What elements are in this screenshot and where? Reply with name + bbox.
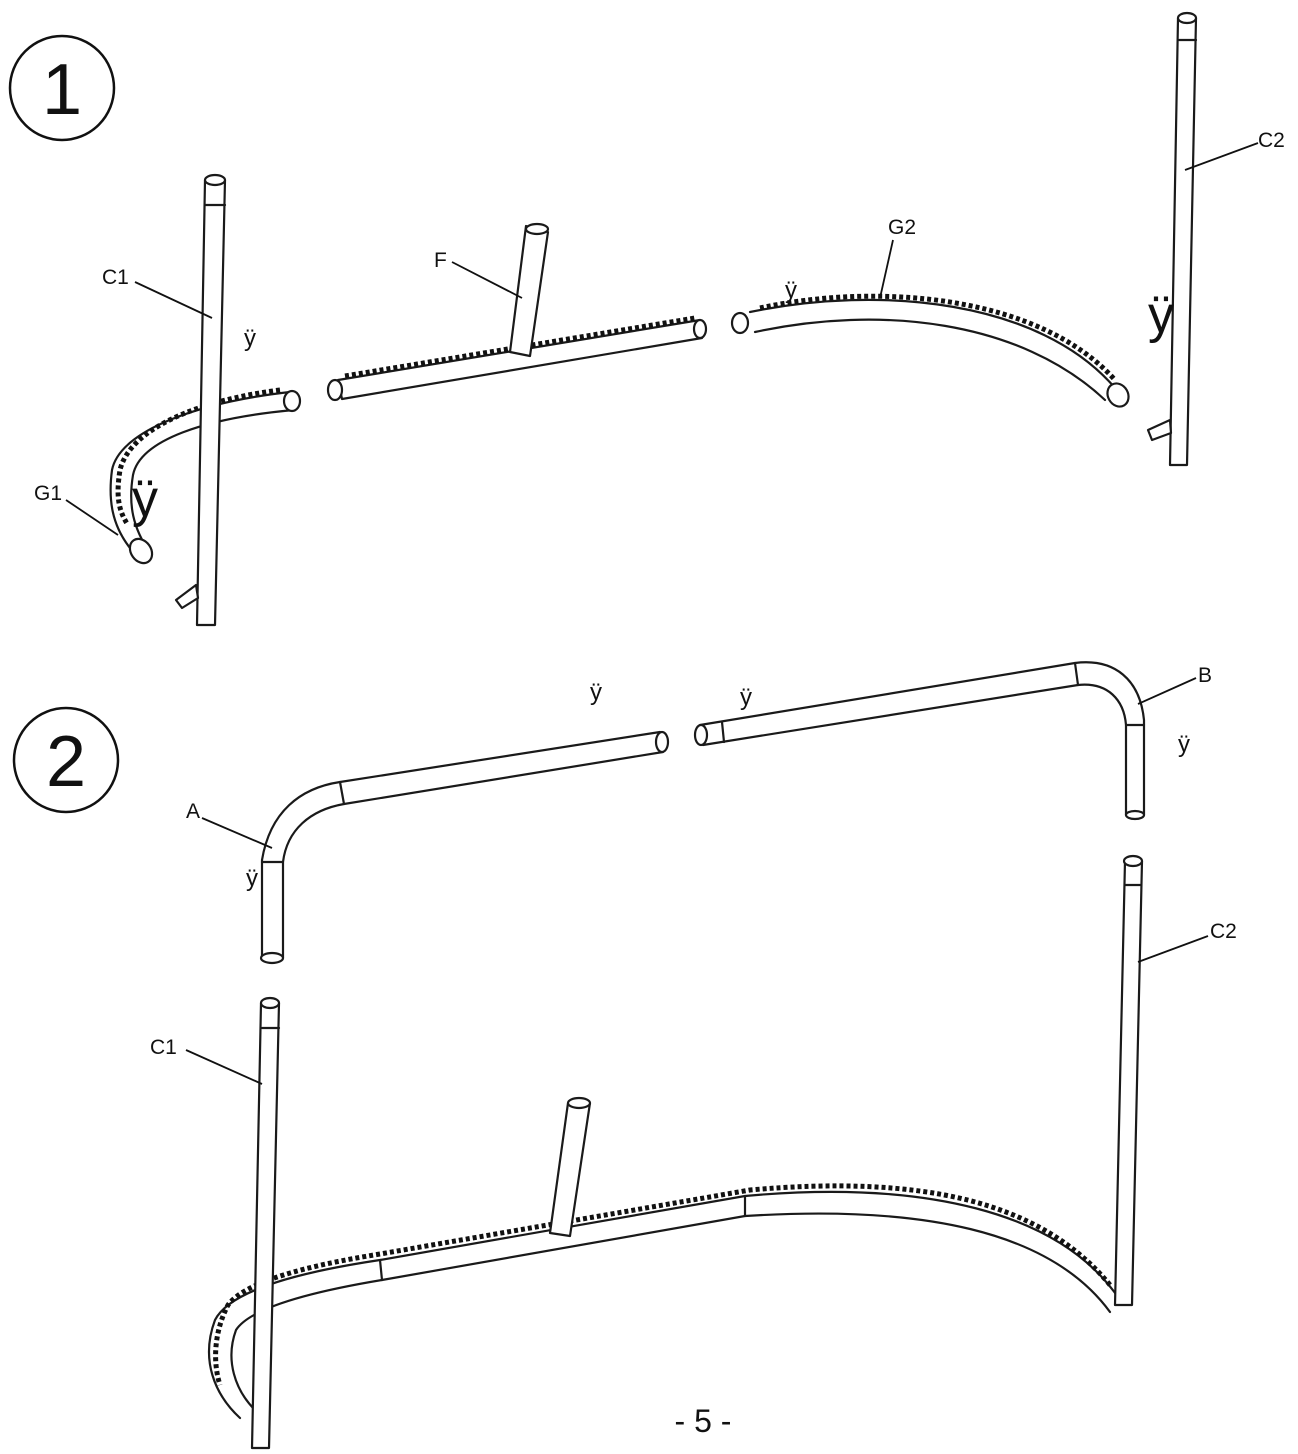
part-c2-upright <box>1113 854 1144 1307</box>
label-c1: C1 <box>150 1036 177 1059</box>
part-c2-upright <box>1146 11 1198 467</box>
part-c1-upright <box>250 996 281 1450</box>
marker: ÿ <box>1148 286 1174 344</box>
label-c2: C2 <box>1210 920 1237 943</box>
label-b: B <box>1198 664 1212 687</box>
step-1-leaders <box>65 142 1259 536</box>
label-f: F <box>434 249 447 272</box>
step-2-number: 2 <box>46 722 86 802</box>
step-1-badge: 1 <box>8 34 116 142</box>
marker: ÿ <box>244 325 256 352</box>
label-c2: C2 <box>1258 129 1285 152</box>
marker: ÿ <box>740 684 752 711</box>
marker: ÿ <box>1178 731 1190 758</box>
ground-frame <box>207 1096 1122 1420</box>
part-g1-tube <box>109 387 302 565</box>
step-1: 1 <box>8 11 1285 627</box>
page-number: - 5 - <box>675 1403 732 1439</box>
part-g2-tube <box>730 293 1130 408</box>
marker: ÿ <box>785 277 797 304</box>
label-a: A <box>186 800 200 823</box>
step-2-badge: 2 <box>12 706 120 814</box>
marker: ÿ <box>132 470 158 528</box>
label-g1: G1 <box>34 482 62 505</box>
part-f-tube <box>326 222 708 402</box>
step-2-leaders <box>185 677 1209 1085</box>
step-1-number: 1 <box>42 50 82 130</box>
label-c1: C1 <box>102 266 129 289</box>
part-a-tube <box>259 730 670 965</box>
part-c1-upright <box>174 173 227 627</box>
marker: ÿ <box>590 679 602 706</box>
marker: ÿ <box>246 865 258 892</box>
step-2: 2 <box>12 661 1237 1450</box>
part-b-tube <box>693 661 1146 821</box>
label-g2: G2 <box>888 216 916 239</box>
